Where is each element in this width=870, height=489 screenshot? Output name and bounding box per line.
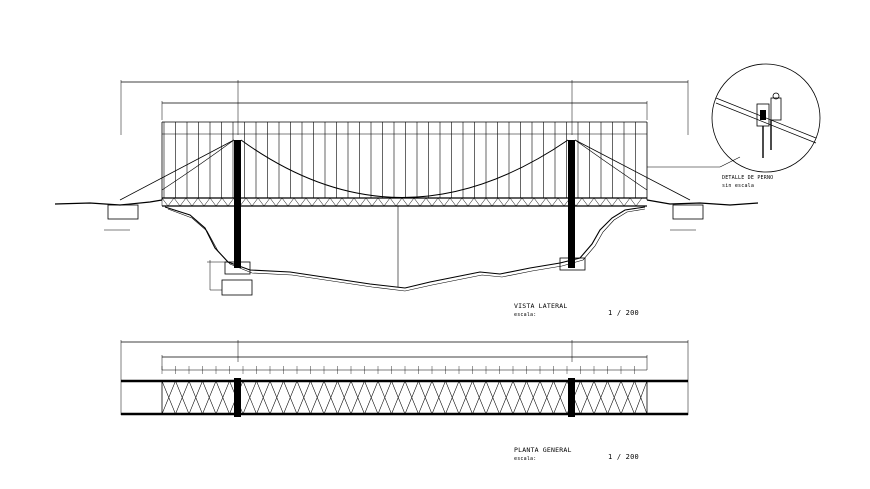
detail-title: DETALLE DE PERNO	[722, 175, 774, 181]
plan-brace	[391, 380, 406, 415]
right-abutment	[672, 204, 704, 220]
plan-brace	[350, 380, 365, 415]
plan-brace	[634, 380, 648, 415]
plan-brace	[202, 380, 217, 415]
deck-truss	[161, 197, 643, 207]
plan-brace	[445, 380, 460, 415]
plan-title: PLANTA GENERAL	[514, 446, 572, 454]
plan-brace	[364, 380, 379, 415]
plan-brace	[337, 380, 352, 415]
right-tower	[568, 140, 575, 268]
plan-brace	[485, 380, 500, 415]
plan-brace	[418, 380, 433, 415]
plan-deck	[161, 380, 648, 415]
plan-brace	[296, 380, 311, 415]
plan-right-tower	[568, 378, 575, 417]
plan-brace	[242, 380, 257, 415]
bolt-detail-circle	[711, 63, 821, 173]
plan-brace	[499, 380, 514, 415]
plan-scale-label: escala:	[514, 456, 537, 462]
plan-brace	[310, 380, 325, 415]
plan-brace	[229, 380, 244, 415]
plan-brace	[323, 380, 338, 415]
plan-brace	[566, 380, 581, 415]
left-tower-footing	[224, 261, 251, 275]
lateral-scale-label: escala:	[514, 312, 537, 318]
plan-brace	[553, 380, 568, 415]
ground-right	[646, 199, 759, 206]
plan-left-tower	[234, 378, 241, 417]
plan-brace	[607, 380, 622, 415]
plan-brace	[256, 380, 271, 415]
left-tower	[234, 140, 241, 268]
lateral-title: VISTA LATERAL	[514, 302, 568, 310]
ground-left	[54, 199, 163, 206]
lateral-scale-value: 1 / 200	[608, 309, 639, 317]
plan-brace	[215, 380, 230, 415]
plan-brace	[526, 380, 541, 415]
plan-brace	[620, 380, 635, 415]
plan-brace	[188, 380, 203, 415]
right-tower-footing	[559, 257, 586, 271]
left-backstay	[119, 139, 235, 201]
plan-brace	[580, 380, 595, 415]
plan-brace	[472, 380, 487, 415]
detail-scale-label: sin escala	[722, 183, 755, 189]
plan-brace	[512, 380, 527, 415]
plan-brace	[431, 380, 446, 415]
plan-brace	[539, 380, 554, 415]
right-backstay	[574, 139, 691, 201]
main-cable	[240, 139, 569, 198]
plan-scale-value: 1 / 200	[608, 453, 639, 461]
plan-brace	[269, 380, 284, 415]
plan-brace	[458, 380, 473, 415]
plan-brace	[404, 380, 419, 415]
plan-brace	[175, 380, 190, 415]
plan-brace	[377, 380, 392, 415]
plan-brace	[593, 380, 608, 415]
plan-brace	[283, 380, 298, 415]
plan-brace	[161, 380, 176, 415]
left-abutment	[107, 204, 139, 220]
